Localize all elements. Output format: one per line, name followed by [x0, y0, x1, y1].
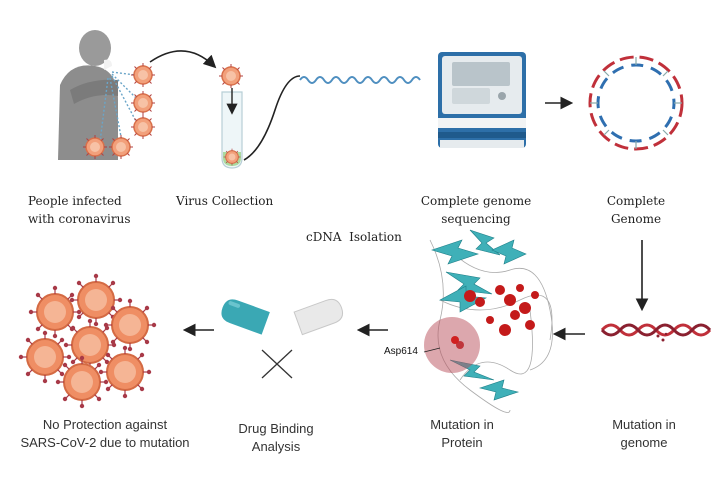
label-complete-genome-line2: Genome [610, 212, 662, 226]
label-cdna: cDNA Isolation [306, 192, 402, 264]
protein-structure-icon [424, 229, 553, 413]
circular-genome-icon [588, 55, 684, 151]
label-infected-line2: with coronavirus [28, 212, 131, 226]
drug-capsule-icon [221, 298, 344, 379]
cdna-strand [299, 76, 421, 84]
residue-label: Asp614 [384, 346, 418, 357]
label-drug-binding-line2: Analysis [251, 439, 301, 454]
label-mutation-protein-line1: Mutation in [430, 417, 494, 432]
mutated-dna-icon [600, 323, 712, 342]
label-sequencing-line1: Complete genome [420, 194, 532, 208]
label-no-protection-line2: SARS-CoV-2 due to mutation [20, 435, 190, 450]
label-cdna-line1: cDNA Isolation [306, 230, 402, 244]
label-mutation-protein-line2: Protein [441, 435, 483, 450]
label-sequencing-line2: sequencing [441, 212, 511, 226]
label-drug-binding: Drug Binding Analysis [226, 420, 326, 456]
label-virus-collection-line1: Virus Collection [176, 194, 274, 208]
label-virus-collection: Virus Collection [176, 192, 273, 210]
label-sequencing: Complete genome sequencing [416, 192, 536, 228]
infected-person-illustration [58, 30, 139, 160]
label-mutation-genome-line2: genome [620, 435, 668, 450]
arrow-to-cdna [243, 75, 301, 161]
label-mutation-genome: Mutation in genome [594, 416, 694, 452]
label-infected: People infected with coronavirus [28, 192, 131, 228]
label-no-protection: No Protection against SARS-CoV-2 due to … [10, 416, 200, 452]
label-complete-genome-line1: Complete [606, 194, 666, 208]
label-no-protection-line1: No Protection against [42, 417, 168, 432]
residue-pointer [423, 347, 441, 353]
arrow-to-tube [149, 50, 217, 69]
test-tube-icon [218, 63, 244, 169]
label-mutation-genome-line1: Mutation in [612, 417, 676, 432]
virus-cluster-icon [18, 273, 157, 409]
label-infected-line1: People infected [28, 194, 122, 208]
sequencer-machine-icon [438, 52, 526, 148]
label-mutation-protein: Mutation in Protein [412, 416, 512, 452]
label-drug-binding-line1: Drug Binding [238, 421, 314, 436]
label-complete-genome: Complete Genome [596, 192, 676, 228]
